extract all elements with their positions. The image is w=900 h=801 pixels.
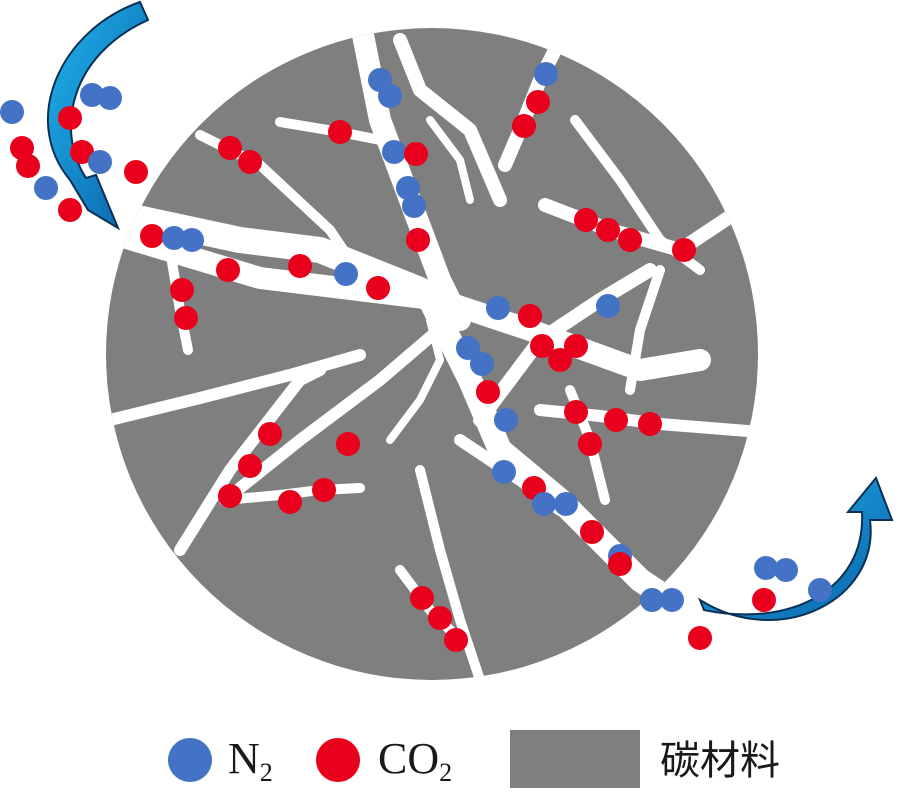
- inflow-arrow-icon: [46, 0, 150, 231]
- n2-molecule: [180, 228, 204, 252]
- co2-molecule: [574, 208, 598, 232]
- n2-molecule: [808, 578, 832, 602]
- co2-molecule: [70, 140, 94, 164]
- n2-molecule: [98, 86, 122, 110]
- co2-molecule: [410, 586, 434, 610]
- n2-molecule: [494, 408, 518, 432]
- co2-molecule: [548, 348, 572, 372]
- co2-molecule: [530, 334, 554, 358]
- n2-molecule: [554, 492, 578, 516]
- co2-molecule: [580, 520, 604, 544]
- n2-molecule: [470, 352, 494, 376]
- co2-molecule: [512, 114, 536, 138]
- n2-molecule: [532, 492, 556, 516]
- n2-molecule: [34, 176, 58, 200]
- co2-molecule: [238, 454, 262, 478]
- legend-n2-icon: [168, 738, 212, 782]
- co2-molecule: [140, 224, 164, 248]
- n2-molecule: [378, 84, 402, 108]
- co2-molecule: [218, 484, 242, 508]
- co2-molecule: [366, 276, 390, 300]
- co2-molecule: [638, 412, 662, 436]
- co2-molecule: [216, 258, 240, 282]
- co2-molecule: [444, 628, 468, 652]
- n2-molecule: [334, 262, 358, 286]
- n2-molecule: [0, 100, 24, 124]
- legend: N2 CO2 碳材料: [168, 730, 780, 788]
- co2-molecule: [618, 228, 642, 252]
- co2-molecule: [608, 552, 632, 576]
- n2-molecule: [492, 460, 516, 484]
- n2-molecule: [402, 194, 426, 218]
- co2-molecule: [278, 490, 302, 514]
- n2-molecule: [162, 226, 186, 250]
- co2-molecule: [258, 422, 282, 446]
- co2-molecule: [518, 304, 542, 328]
- legend-co2-icon: [316, 738, 360, 782]
- co2-molecule: [688, 626, 712, 650]
- co2-molecule: [428, 606, 452, 630]
- co2-molecule: [170, 278, 194, 302]
- n2-molecule: [534, 62, 558, 86]
- co2-molecule: [16, 154, 40, 178]
- co2-molecule: [596, 218, 620, 242]
- n2-molecule: [456, 336, 480, 360]
- co2-molecule: [476, 380, 500, 404]
- co2-molecule: [564, 400, 588, 424]
- co2-molecule: [578, 432, 602, 456]
- n2-molecule: [88, 150, 112, 174]
- legend-co2-label: CO2: [378, 734, 452, 787]
- co2-molecule: [406, 228, 430, 252]
- co2-molecule: [526, 90, 550, 114]
- n2-molecule: [754, 556, 778, 580]
- co2-molecule: [336, 432, 360, 456]
- co2-molecule: [124, 160, 148, 184]
- co2-molecule: [58, 198, 82, 222]
- legend-carbon-label: 碳材料: [660, 738, 780, 784]
- n2-molecule: [596, 294, 620, 318]
- co2-molecule: [604, 408, 628, 432]
- co2-molecule: [238, 150, 262, 174]
- co2-molecule: [404, 142, 428, 166]
- n2-molecule: [774, 558, 798, 582]
- n2-molecule: [382, 140, 406, 164]
- outflow-arrow-icon: [697, 476, 894, 621]
- legend-carbon-icon: [510, 730, 640, 788]
- co2-molecule: [288, 254, 312, 278]
- carbon-particle: [106, 28, 758, 680]
- co2-molecule: [174, 306, 198, 330]
- co2-molecule: [58, 106, 82, 130]
- n2-molecule: [486, 296, 510, 320]
- legend-n2-label: N2: [228, 734, 273, 787]
- co2-molecule: [752, 588, 776, 612]
- n2-molecule: [660, 588, 684, 612]
- co2-molecule: [672, 238, 696, 262]
- co2-molecule: [218, 136, 242, 160]
- carbon-disc: [106, 28, 758, 680]
- n2-molecule: [640, 588, 664, 612]
- co2-molecule: [312, 478, 336, 502]
- co2-molecule: [328, 120, 352, 144]
- n2-molecule: [80, 83, 104, 107]
- co2-molecule: [564, 334, 588, 358]
- gas-molecules: [0, 62, 832, 652]
